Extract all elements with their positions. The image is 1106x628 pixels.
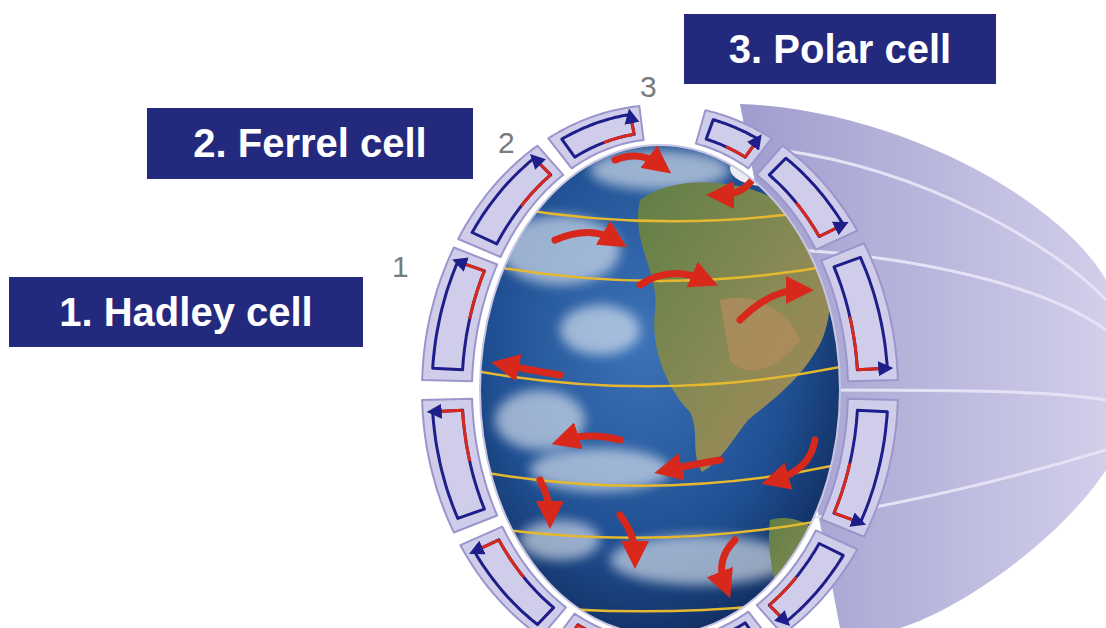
cell-panel	[422, 399, 497, 533]
circulation-loop	[474, 540, 553, 625]
warm-flow	[850, 317, 858, 370]
cell-name: 3. Polar cell	[729, 27, 951, 72]
rising-flow	[819, 225, 843, 237]
warm-flow	[834, 463, 850, 513]
callout-number: 3	[640, 70, 657, 104]
circulation-loop	[562, 114, 634, 157]
warm-flow	[470, 271, 485, 319]
circulation-loop	[706, 120, 758, 157]
circulation-loop	[834, 257, 887, 370]
circulation-loop	[472, 158, 551, 244]
rising-flow	[834, 513, 860, 523]
cell-name: 1. Hadley cell	[59, 290, 312, 335]
cell-panel	[821, 243, 898, 381]
circulation-loop	[769, 158, 843, 236]
circulation-loop	[706, 623, 758, 628]
rising-flow	[630, 114, 634, 134]
warm-flow	[726, 147, 745, 157]
cell-panel	[422, 248, 497, 382]
warm-flow	[604, 134, 634, 142]
rising-flow	[857, 368, 887, 370]
rising-flow	[745, 139, 758, 157]
label-box: 3. Polar cell	[684, 14, 996, 84]
rising-flow	[534, 158, 551, 175]
callout-number: 2	[498, 126, 515, 160]
rising-flow	[769, 605, 786, 622]
rising-flow	[458, 262, 485, 271]
label-box: 2. Ferrel cell	[147, 108, 473, 179]
cell-panel	[757, 530, 858, 628]
callout-number: 1	[392, 250, 409, 284]
cell-panel	[696, 612, 772, 628]
cell-panel	[460, 527, 566, 628]
rising-flow	[433, 410, 463, 412]
warm-flow	[769, 577, 796, 605]
warm-flow	[796, 203, 819, 237]
label-box: 1. Hadley cell	[9, 277, 363, 347]
circulation-loop	[834, 410, 887, 523]
warm-flow	[499, 540, 524, 577]
circulation-loop	[565, 625, 651, 628]
rising-flow	[474, 540, 498, 552]
cell-panel	[821, 399, 898, 537]
rising-flow	[565, 625, 578, 628]
cell-name: 2. Ferrel cell	[193, 121, 426, 166]
circulation-loop	[433, 410, 485, 518]
warm-flow	[578, 625, 614, 628]
circulation-loop	[769, 544, 843, 622]
cell-panel	[458, 146, 563, 257]
cell-panel	[757, 146, 858, 250]
cell-panel	[548, 106, 643, 168]
circulation-loop	[433, 262, 485, 370]
warm-flow	[521, 175, 551, 206]
cell-panel	[696, 110, 772, 168]
warm-flow	[463, 410, 470, 461]
cell-panel	[552, 614, 660, 628]
